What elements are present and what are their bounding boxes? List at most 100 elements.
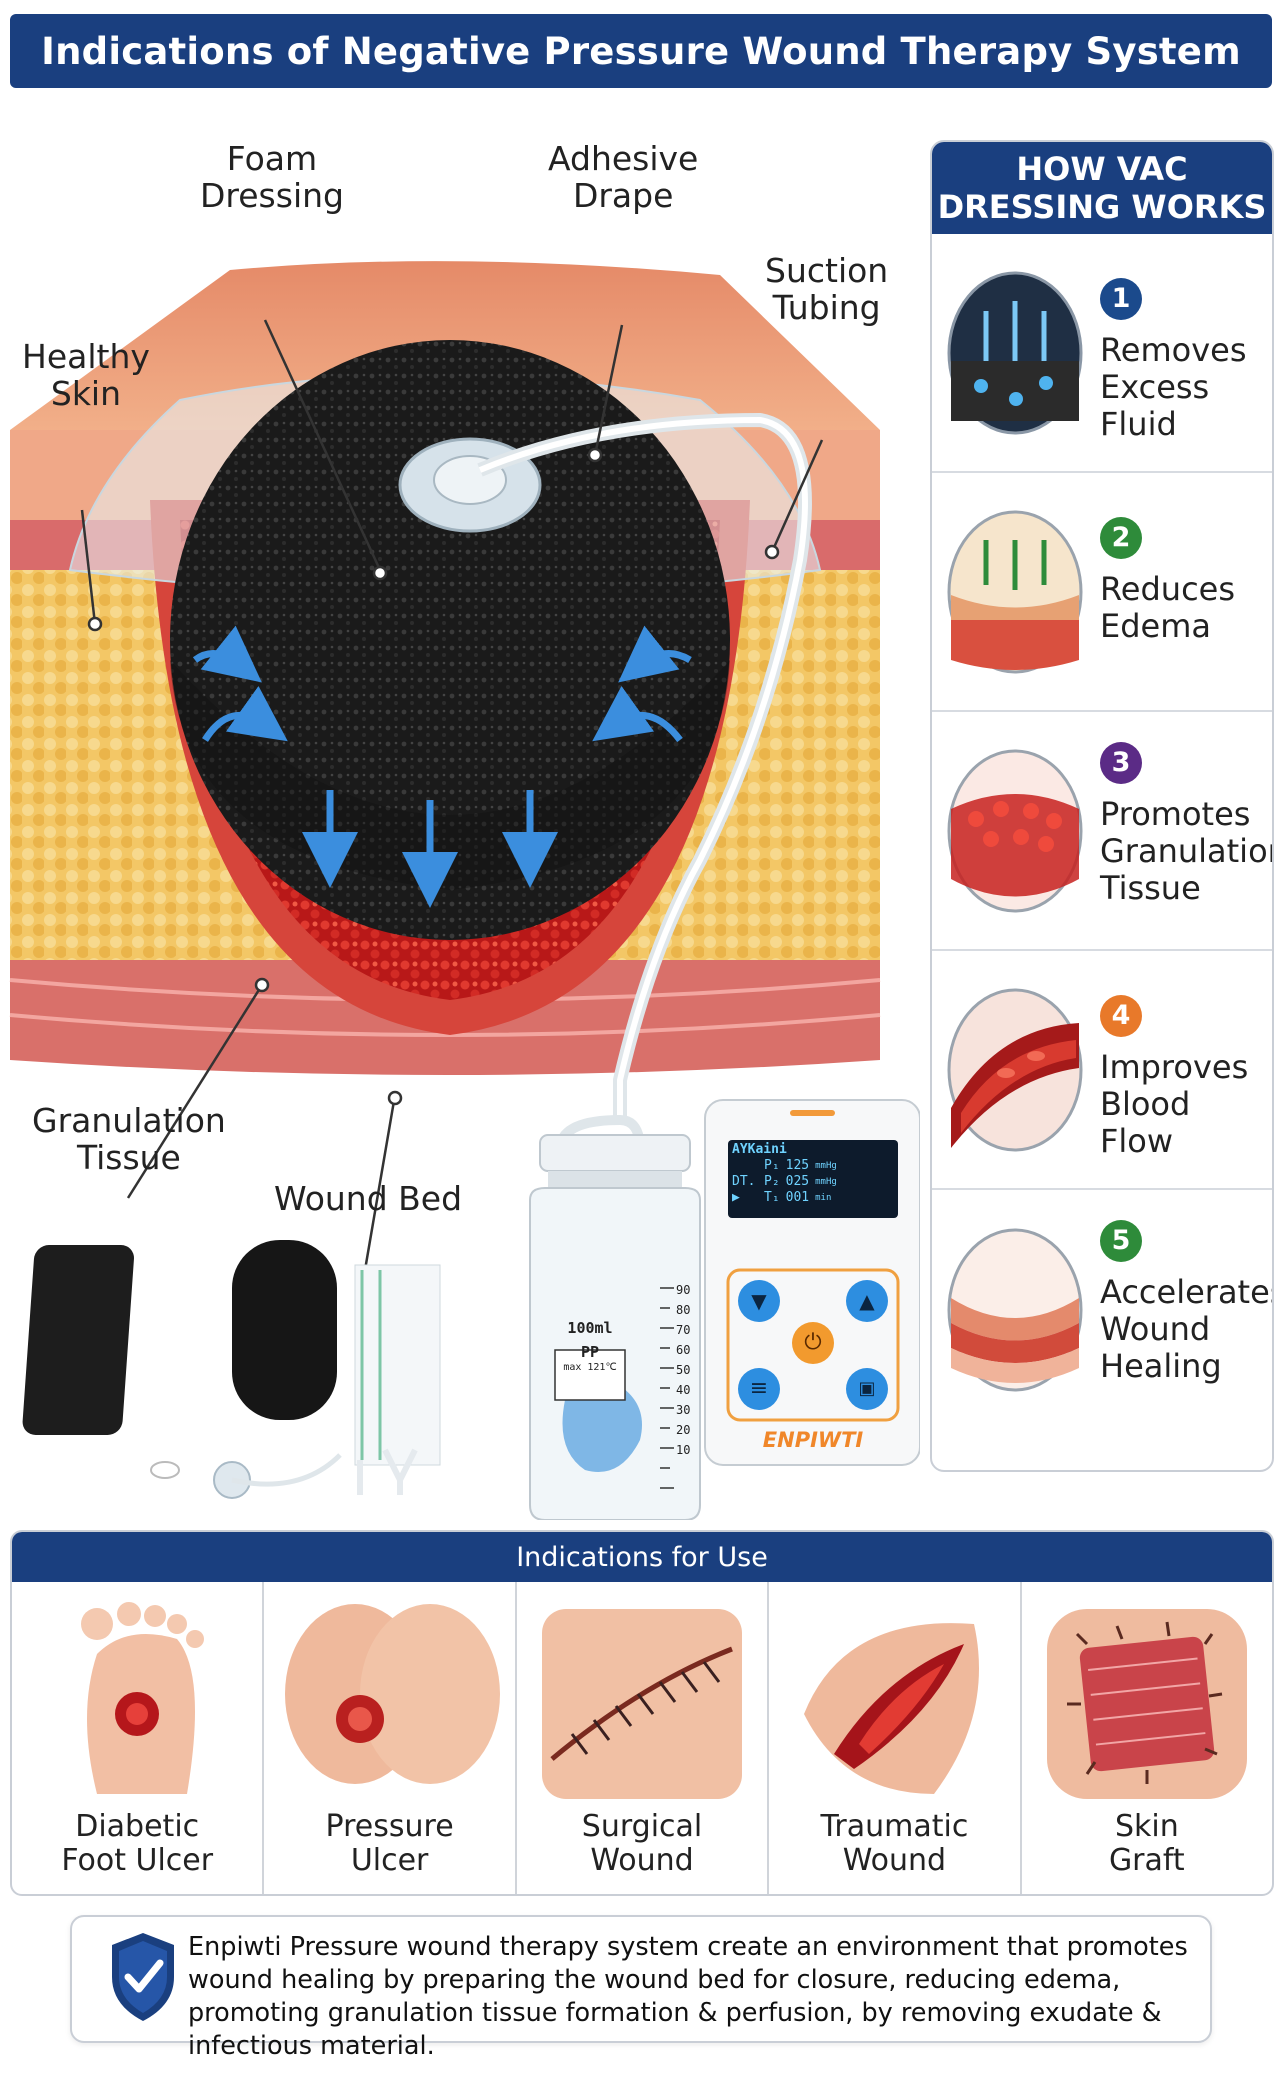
canister-label: 100ml PP max 121℃ <box>557 1320 623 1376</box>
vac-step-1: 1 Removes Excess Fluid <box>932 234 1272 473</box>
step-line: Removes <box>1100 331 1247 369</box>
vac-step-2: 2 Reduces Edema <box>932 473 1272 712</box>
suction-arrows <box>192 625 692 908</box>
indications-section: Indications for Use Diabetic Foot Ulcer … <box>10 1530 1274 1896</box>
menu-button[interactable]: ≡ <box>738 1368 780 1410</box>
step-number-badge: 5 <box>1100 1220 1142 1262</box>
label-suction-tubing: Suction Tubing <box>765 252 888 326</box>
granulation-icon <box>947 749 1083 912</box>
down-button[interactable]: ▼ <box>738 1280 780 1322</box>
lock-button[interactable]: ▣ <box>846 1368 888 1410</box>
indication-item: Surgical Wound <box>517 1582 770 1894</box>
reading-value: 125 <box>785 1158 810 1173</box>
indication-label: Skin Graft <box>1109 1810 1185 1878</box>
label-line: Healthy <box>22 337 150 376</box>
step-text: Promotes Granulation Tissue <box>1100 795 1274 907</box>
label-line: Traumatic <box>820 1809 969 1844</box>
dressing-kit <box>22 1240 441 1499</box>
label-line: Drape <box>572 176 674 215</box>
step-line: Granulation <box>1100 832 1274 870</box>
power-button[interactable]: ⏻ <box>792 1322 834 1364</box>
label-line: Ulcer <box>350 1843 429 1878</box>
step-text: Improves Blood Flow <box>1100 1049 1272 1160</box>
device-screen: AYKaini P₁ 125 mmHg DT. P₂ 025 mmHg ▶ T₁… <box>732 1142 896 1216</box>
label-healthy-skin: Healthy Skin <box>22 338 150 412</box>
label-line: Wound <box>590 1843 694 1878</box>
device-brand: ENPIWTI <box>762 1428 864 1452</box>
how-vac-header: HOW VAC DRESSING WORKS <box>932 142 1272 234</box>
step-line: Excess Fluid <box>1100 368 1210 443</box>
step-line: Promotes <box>1100 795 1251 833</box>
label-line: Foot Ulcer <box>61 1843 214 1878</box>
screen-mode: DT. <box>732 1174 756 1189</box>
step-text: Accelerates Wound Healing <box>1100 1273 1274 1385</box>
reading-unit: mmHg <box>815 1161 837 1171</box>
step-line: Reduces <box>1100 570 1236 608</box>
pressure-ulcer-icon <box>284 1604 500 1784</box>
indication-label: Surgical Wound <box>582 1810 702 1878</box>
canister-scale: 90 80 70 60 50 40 30 20 10 <box>676 1280 690 1460</box>
lock-icon: ▣ <box>858 1378 876 1399</box>
reading-label: P₁ <box>764 1158 780 1173</box>
indication-item: Diabetic Foot Ulcer <box>12 1582 265 1894</box>
canister-material: PP <box>580 1343 600 1361</box>
label-line: Graft <box>1108 1843 1185 1878</box>
vac-step-4: 4 Improves Blood Flow <box>932 951 1272 1190</box>
header-line: DRESSING WORKS <box>937 188 1267 226</box>
reading-unit: min <box>815 1193 832 1203</box>
summary-text: Enpiwti Pressure wound therapy system cr… <box>188 1932 1188 2061</box>
step-text: Removes Excess Fluid <box>1100 332 1272 443</box>
indication-item: Traumatic Wound <box>769 1582 1022 1894</box>
step-number-badge: 3 <box>1100 742 1142 784</box>
label-line: Skin <box>50 374 122 413</box>
down-arrow-icon: ▼ <box>751 1289 767 1313</box>
reading-value: 001 <box>785 1190 810 1205</box>
skin-graft-icon <box>1046 1609 1247 1799</box>
scale-tick: 50 <box>676 1363 691 1377</box>
foam-dressing-sponge <box>170 340 730 940</box>
fluid-removal-icon <box>947 271 1083 434</box>
label-line: Suction <box>765 251 889 290</box>
screen-brand: AYKaini <box>732 1142 787 1157</box>
page-title: Indications of Negative Pressure Wound T… <box>10 14 1272 88</box>
indication-label: Diabetic Foot Ulcer <box>61 1810 213 1878</box>
indication-label: Pressure Ulcer <box>326 1810 454 1878</box>
label-foam-dressing: Foam Dressing <box>200 140 344 214</box>
screen-reading-row: P₁ 125 mmHg <box>732 1158 896 1174</box>
scale-tick: 90 <box>676 1283 691 1297</box>
reading-value: 025 <box>785 1174 810 1189</box>
step-line: Blood Flow <box>1100 1085 1191 1160</box>
step-line: Edema <box>1100 607 1211 645</box>
edema-reduction-icon <box>947 510 1083 673</box>
label-line: Diabetic <box>75 1809 200 1844</box>
reading-label: T₁ <box>764 1190 780 1205</box>
menu-icon: ≡ <box>749 1376 769 1401</box>
screen-reading-row: ▶ T₁ 001 min <box>732 1190 896 1206</box>
label-line: Wound <box>842 1843 947 1878</box>
indications-row: Diabetic Foot Ulcer Pressure Ulcer <box>12 1582 1272 1894</box>
step-number-badge: 4 <box>1100 995 1142 1037</box>
label-line: Tissue <box>76 1138 181 1177</box>
scale-tick: 40 <box>676 1383 691 1397</box>
label-line: Adhesive <box>548 139 699 178</box>
step-line: Accelerates <box>1100 1273 1274 1311</box>
step-line: Improves <box>1100 1048 1249 1086</box>
traumatic-wound-icon <box>804 1623 980 1794</box>
wound-healing-icon <box>947 1228 1083 1391</box>
shield-check-icon <box>112 1933 174 2021</box>
indication-item: Skin Graft <box>1022 1582 1272 1894</box>
scale-tick: 60 <box>676 1343 691 1357</box>
step-number-badge: 1 <box>1100 278 1142 320</box>
step-line: Healing <box>1100 1347 1222 1385</box>
blood-flow-icon <box>947 988 1083 1151</box>
label-granulation-tissue: Granulation Tissue <box>32 1102 226 1176</box>
step-line: Tissue <box>1100 869 1201 907</box>
reading-unit: mmHg <box>815 1177 837 1187</box>
up-button[interactable]: ▲ <box>846 1280 888 1322</box>
indication-label: Traumatic Wound <box>820 1810 968 1878</box>
foot-ulcer-icon <box>81 1602 205 1794</box>
scale-tick: 80 <box>676 1303 691 1317</box>
indications-header: Indications for Use <box>12 1532 1272 1582</box>
device-controls: ▼ ▲ ⏻ ≡ ▣ <box>738 1280 888 1420</box>
scale-tick: 20 <box>676 1423 691 1437</box>
